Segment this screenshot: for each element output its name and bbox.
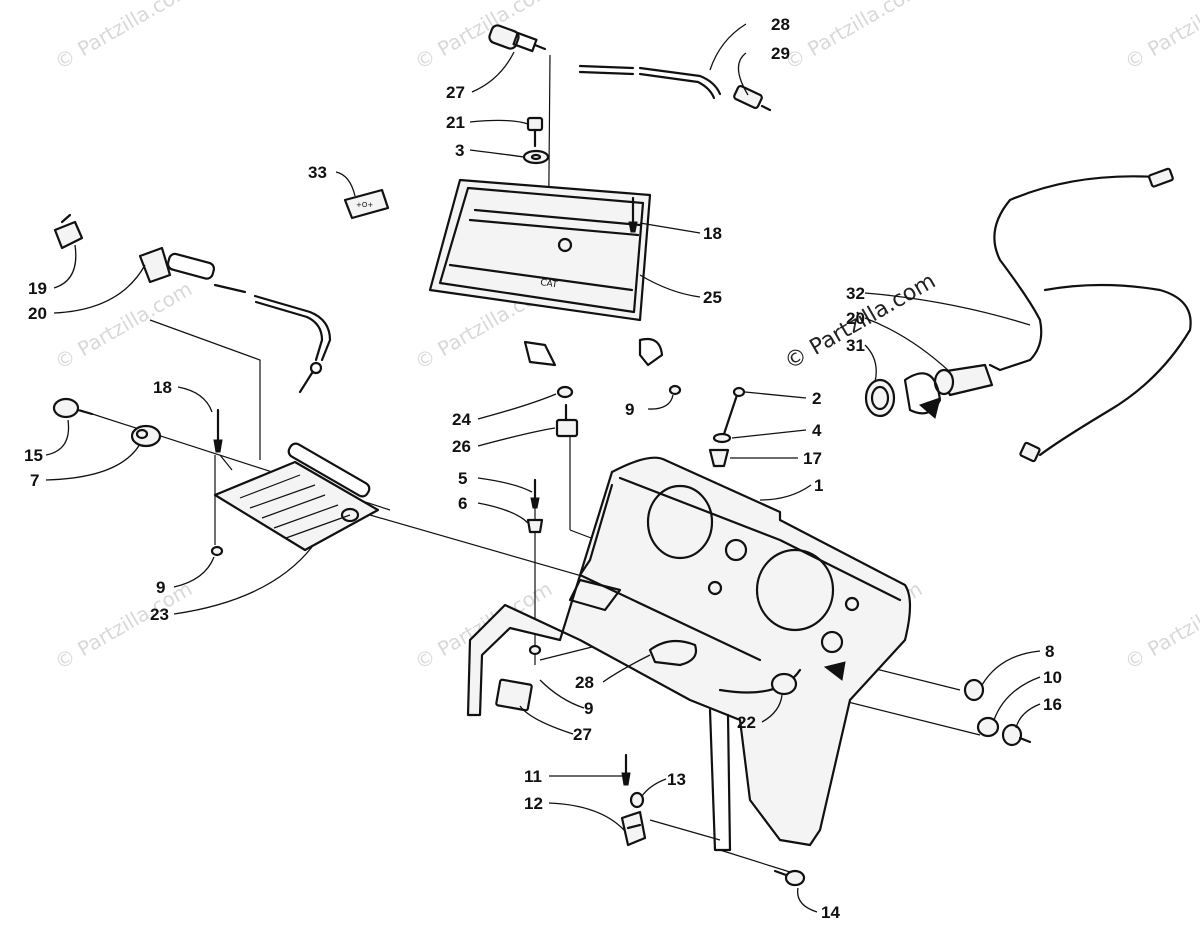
callout-27-top: 27	[446, 83, 465, 102]
callout-16: 16	[1043, 695, 1062, 714]
switch-19	[53, 213, 84, 250]
callout-27-bottom: 27	[573, 725, 592, 744]
screw-18-mid	[628, 196, 638, 233]
nut-24	[556, 385, 574, 399]
callout-15: 15	[24, 446, 43, 465]
callout-11: 11	[524, 767, 542, 786]
callout-18-mid: 18	[703, 224, 722, 243]
watermark: © Partzilla.com	[51, 576, 197, 674]
toggle-26	[555, 403, 579, 438]
watermark: © Partzilla.com	[51, 0, 197, 74]
callout-21: 21	[446, 113, 465, 132]
dash-panel-1	[466, 456, 912, 852]
screw-5	[530, 478, 540, 509]
watermark: © Partzilla.com	[411, 0, 557, 74]
callout-1: 1	[814, 476, 823, 495]
watermark: © Partzilla.com	[1121, 0, 1200, 74]
decal-33: +O+	[343, 188, 390, 220]
bolt-14	[773, 869, 806, 887]
wire-top	[578, 64, 772, 112]
callout-14: 14	[821, 903, 840, 922]
callout-31: 31	[846, 336, 865, 355]
washer-10	[976, 716, 1000, 738]
nut-9-bottom	[528, 644, 542, 656]
callout-7: 7	[30, 471, 39, 490]
callout-24: 24	[452, 410, 471, 429]
screw-18-left	[213, 408, 223, 453]
grommet-17	[708, 448, 730, 468]
callout-4: 4	[812, 421, 822, 440]
nut-13	[629, 791, 645, 809]
callout-12: 12	[524, 794, 543, 813]
callout-26: 26	[452, 437, 471, 456]
kill-switch-20	[138, 246, 332, 394]
callout-20-left: 20	[28, 304, 47, 323]
bolt-21	[526, 116, 544, 148]
callout-labels: 28 29 27 21 3 33 18 25 19 20 32 20 31 18…	[24, 15, 1062, 922]
bracket-12	[620, 810, 647, 847]
nut-9-mid	[668, 384, 682, 396]
callout-9-bottom: 9	[584, 699, 593, 718]
bulb-7	[130, 424, 162, 448]
callout-28-top: 28	[771, 15, 790, 34]
callout-32: 32	[846, 284, 865, 303]
callout-20-right: 20	[846, 309, 865, 328]
bolt-2	[720, 386, 746, 442]
callout-3: 3	[455, 141, 464, 160]
callout-25: 25	[703, 288, 722, 307]
screw-11	[621, 753, 631, 786]
nut-6	[526, 518, 544, 534]
callout-13: 13	[667, 770, 686, 789]
callout-23: 23	[150, 605, 169, 624]
washer-4	[712, 432, 732, 444]
callout-2: 2	[812, 389, 821, 408]
callout-18-left: 18	[153, 378, 172, 397]
callout-9-mid: 9	[625, 400, 634, 419]
svg-text:+O+: +O+	[356, 201, 373, 209]
housing-25: CAT	[428, 178, 664, 367]
callout-29: 29	[771, 44, 790, 63]
assembly-lines	[79, 54, 981, 873]
plate-23	[213, 442, 380, 552]
knob-15	[52, 397, 94, 419]
watermark: © Partzilla.com	[781, 0, 927, 74]
callout-22: 22	[737, 713, 756, 732]
callout-28-bottom: 28	[575, 673, 594, 692]
nut-9-left	[210, 545, 224, 557]
callout-8: 8	[1045, 642, 1054, 661]
bulb-socket-top	[488, 24, 547, 53]
nut-8	[963, 678, 985, 702]
washer-3	[522, 149, 550, 165]
callout-5: 5	[458, 469, 467, 488]
callout-9-left: 9	[156, 578, 165, 597]
nut-16	[1001, 723, 1032, 747]
watermark: © Partzilla.com	[1121, 576, 1200, 674]
svg-text:CAT: CAT	[540, 278, 559, 290]
ignition-harness	[864, 167, 1192, 463]
leader-lines	[45, 23, 1041, 913]
callout-19: 19	[28, 279, 47, 298]
callout-17: 17	[803, 449, 822, 468]
callout-6: 6	[458, 494, 467, 513]
callout-33: 33	[308, 163, 327, 182]
callout-10: 10	[1043, 668, 1062, 687]
